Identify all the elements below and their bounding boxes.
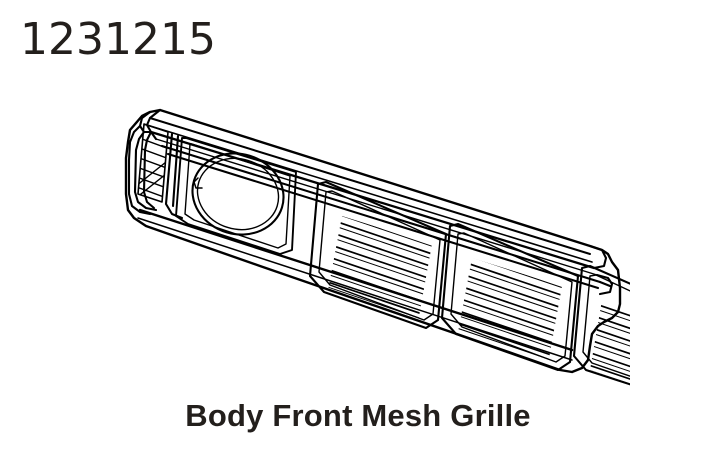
outer-silhouette bbox=[124, 108, 622, 374]
vent-panel-2-frame-inner bbox=[450, 232, 573, 363]
top-rail-right-step bbox=[595, 273, 614, 296]
top-rail-right-cap bbox=[588, 244, 608, 270]
vent-panel-1-slats bbox=[328, 216, 432, 322]
left-marker-inner bbox=[133, 130, 158, 212]
top-rail-line-2 bbox=[146, 124, 593, 263]
left-headlight-bezel-inner bbox=[184, 143, 291, 249]
left-marker-divider-2 bbox=[171, 134, 180, 208]
face-top-edge-inner bbox=[166, 152, 600, 290]
part-number-label: 1231215 bbox=[20, 14, 216, 65]
vent-panel-1-frame bbox=[308, 180, 448, 330]
top-rail-line-1 bbox=[149, 117, 591, 255]
vent-panel-3-frame-inner bbox=[582, 274, 630, 377]
vent-panel-2-slats bbox=[458, 258, 562, 364]
vent-panel-3-frame bbox=[572, 264, 630, 386]
caption-label: Body Front Mesh Grille bbox=[185, 398, 531, 433]
top-rail-right-tick bbox=[598, 280, 612, 288]
face-bottom-edge-inner bbox=[137, 217, 573, 361]
grille-line-art bbox=[124, 108, 630, 386]
left-headlight-bezel bbox=[175, 137, 297, 255]
left-marker-inner-2 bbox=[142, 130, 156, 210]
vent-panel-1-frame-inner bbox=[318, 190, 441, 321]
vent-panel-2-frame bbox=[440, 222, 580, 372]
grille-body-outline bbox=[124, 108, 630, 386]
left-headlight-tab bbox=[193, 177, 203, 189]
face-bottom-edge bbox=[138, 208, 574, 352]
left-marker-outer bbox=[127, 124, 152, 216]
left-marker-lens-frame bbox=[137, 123, 169, 203]
left-headlight-ring bbox=[191, 152, 285, 236]
left-headlight-ring-inner bbox=[196, 157, 280, 231]
grille-illustration bbox=[120, 98, 630, 386]
